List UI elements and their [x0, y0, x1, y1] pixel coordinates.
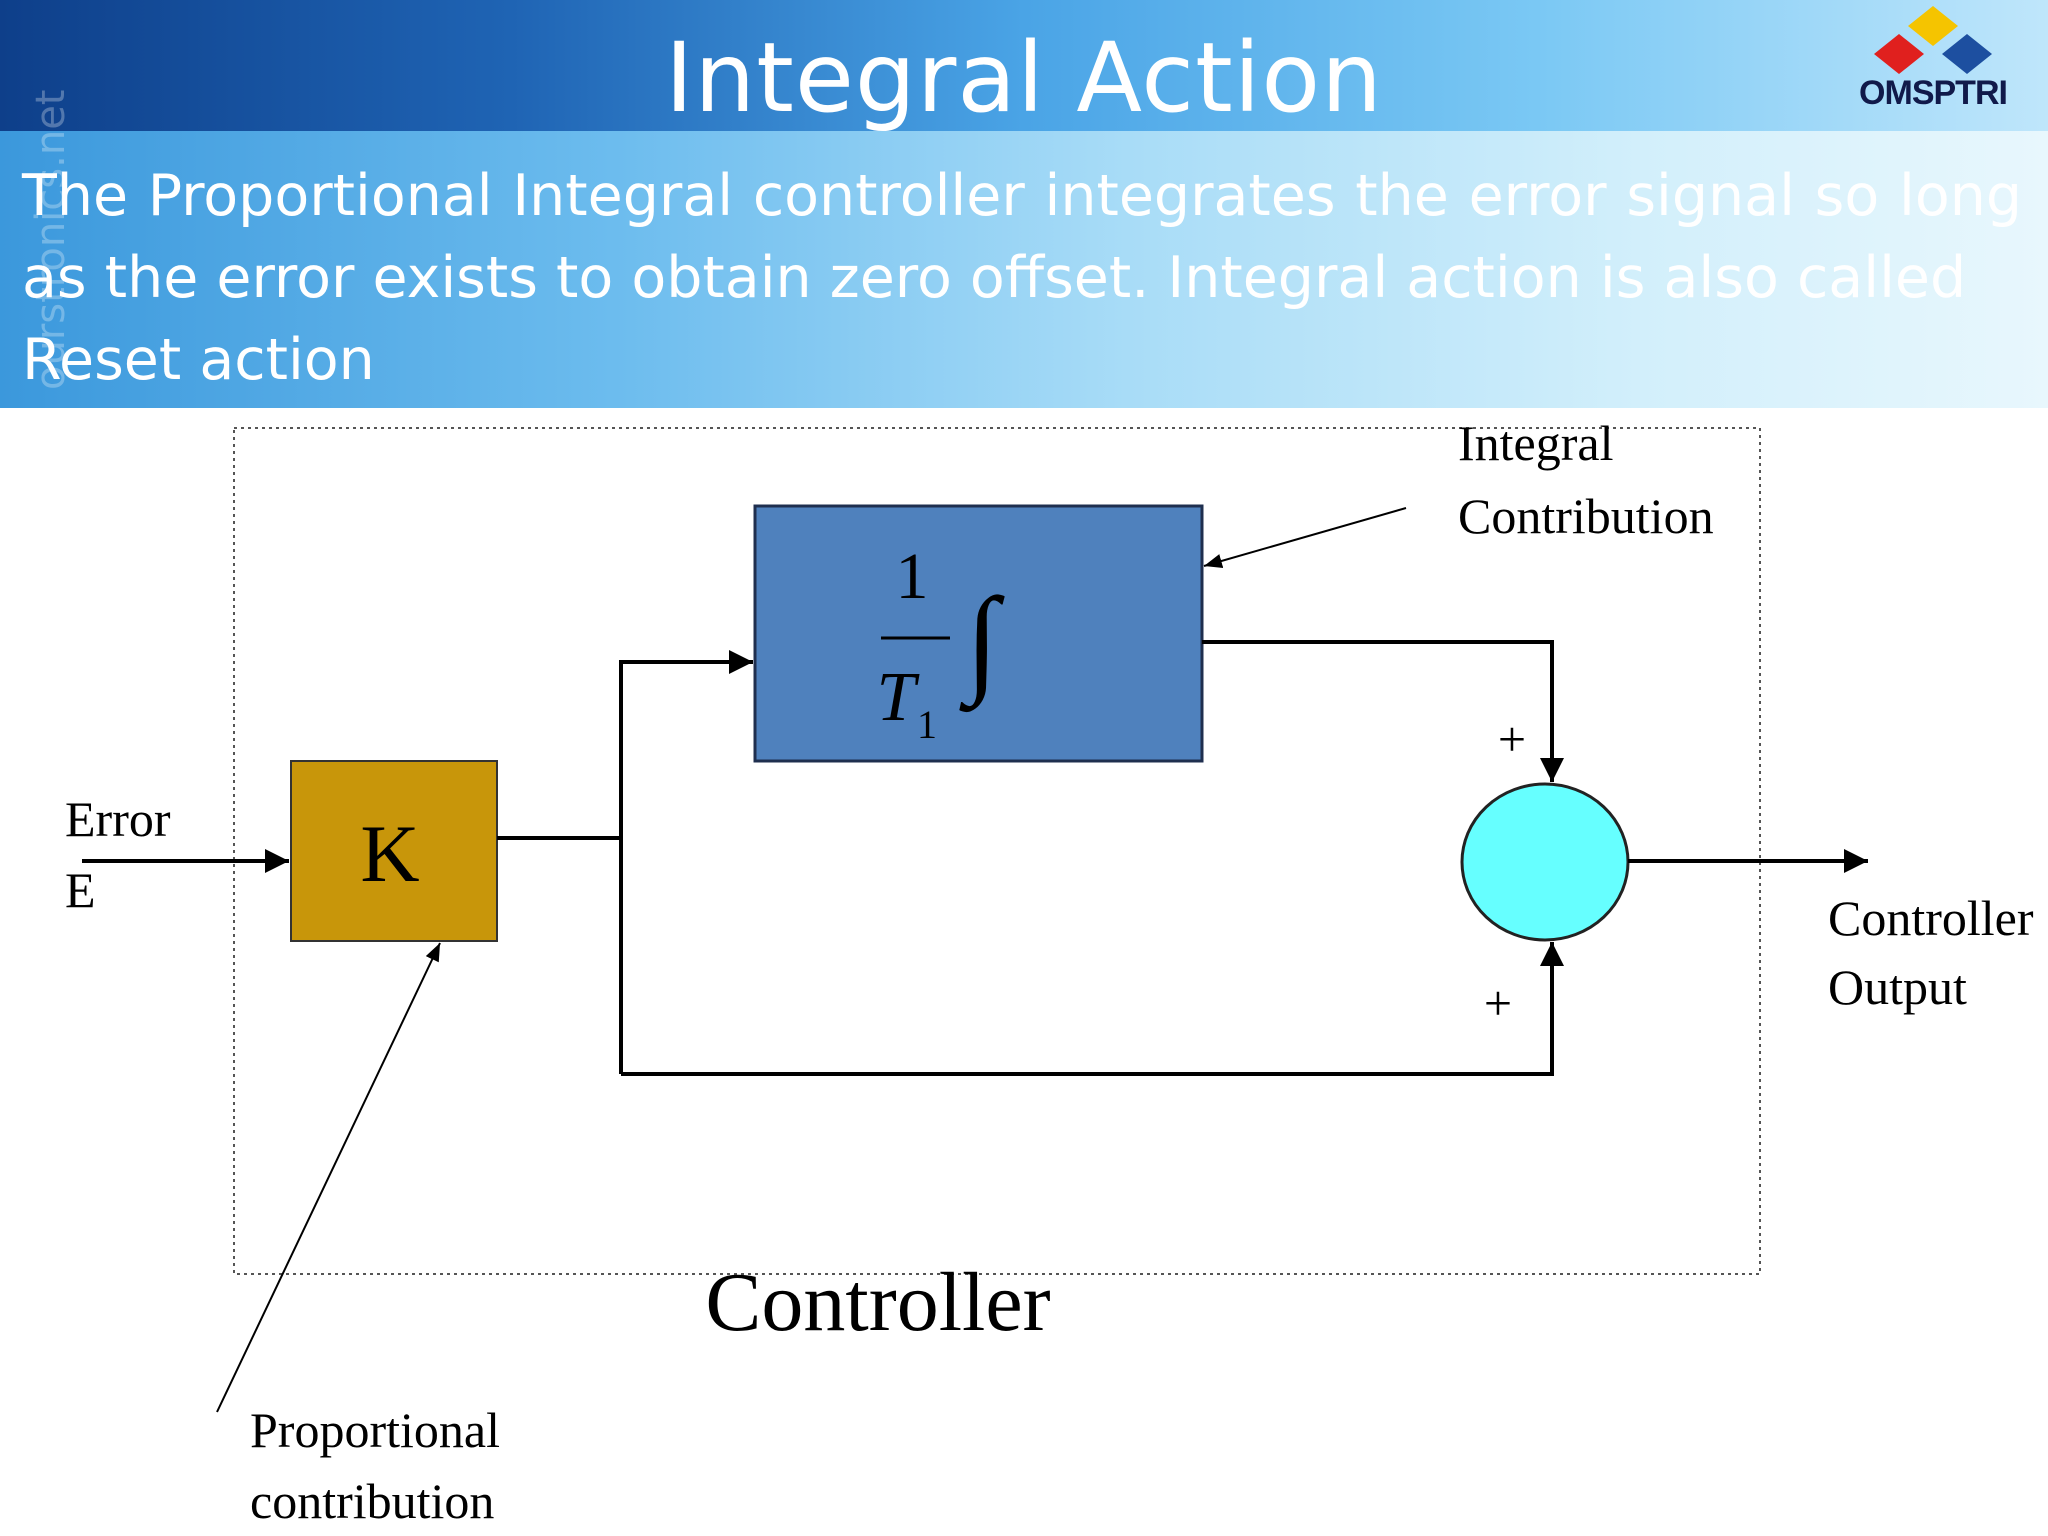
omsptri-logo: OMSPTRI [1852, 4, 2014, 116]
title-band [0, 0, 2048, 131]
output-label-line2: Output [1828, 959, 1967, 1015]
integral-note-line2: Contribution [1458, 488, 1714, 544]
sum-sign-bottom: + [1484, 975, 1512, 1031]
integral-note-pointer [1203, 507, 1407, 568]
integral-sign-icon: ∫ [959, 573, 1006, 713]
controller-boundary [233, 427, 1761, 1275]
proportional-note-line1: Proportional [250, 1402, 500, 1458]
sum-sign-top: + [1498, 711, 1526, 767]
error-label: Error [65, 791, 171, 847]
integral-numerator: 1 [896, 540, 929, 613]
intro-end-text: Reset action [22, 327, 375, 393]
logo-text: OMSPTRI [1859, 74, 2008, 112]
output-label-line1: Controller [1828, 890, 2034, 946]
logo-yellow-diamond [1908, 6, 1958, 46]
proportional-note-pointer [216, 942, 441, 1413]
slide-title: Integral Action [665, 22, 1383, 134]
proportional-note-line2: contribution [250, 1473, 494, 1529]
intro-paragraph: The Proportional Integral controller int… [22, 155, 2022, 401]
logo-diamonds-icon [1874, 6, 1992, 74]
intro-band [0, 131, 2048, 408]
integral-block [753, 504, 1204, 763]
error-symbol-label: E [65, 862, 96, 918]
integral-denominator: T [877, 659, 921, 736]
integral-note-line1: Integral [1458, 415, 1613, 471]
intro-main-text: The Proportional Integral controller int… [22, 163, 2022, 311]
summing-junction [1460, 782, 1630, 942]
integral-input-path [619, 650, 753, 1074]
integral-subscript: 1 [917, 702, 937, 747]
proportional-bypass-path [621, 942, 1564, 1076]
gain-label: K [360, 808, 419, 899]
logo-blue-diamond [1942, 34, 1992, 74]
controller-caption: Controller [705, 1256, 1050, 1349]
gain-block [290, 760, 498, 942]
integral-output-path [1202, 640, 1564, 782]
logo-red-diamond [1874, 34, 1924, 74]
